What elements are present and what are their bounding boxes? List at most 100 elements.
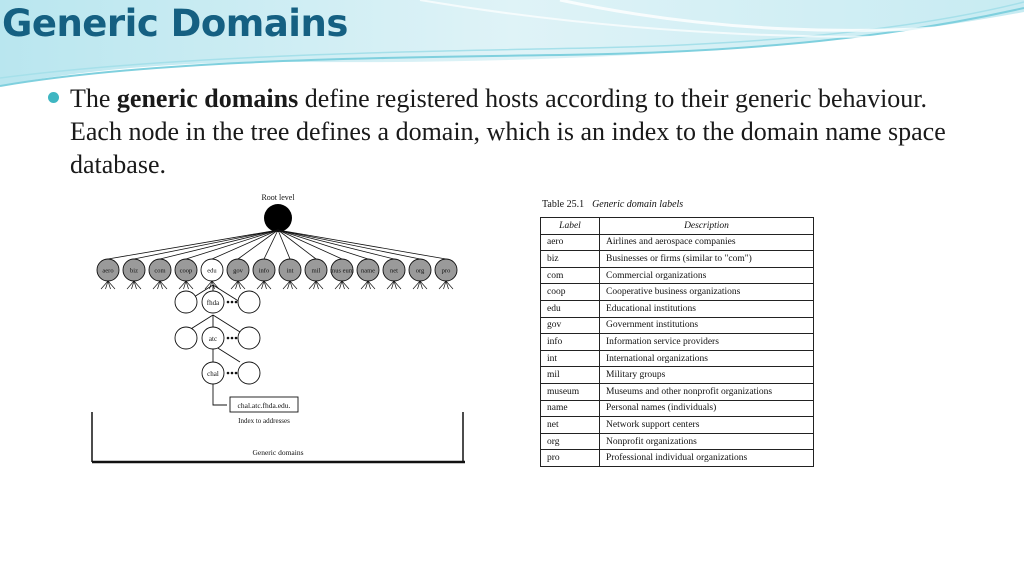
- tree-node-fhda: [201, 290, 225, 314]
- table-number: Table 25.1: [542, 199, 585, 210]
- tree-node: [237, 361, 261, 385]
- cell-description: Museums and other nonprofit organization…: [599, 382, 814, 401]
- cell-description: Personal names (individuals): [599, 399, 814, 418]
- cell-label: info: [540, 333, 600, 351]
- top-node-edu: [200, 258, 224, 282]
- top-node-name: [356, 258, 380, 282]
- cell-label: mil: [540, 366, 600, 384]
- cell-description: Network support centers: [599, 416, 814, 434]
- top-node-net: [382, 258, 406, 282]
- top-node-label: info: [259, 268, 269, 275]
- bullet-text-start: The: [70, 84, 117, 113]
- cell-description: Military groups: [599, 366, 814, 384]
- figure-caption: Generic domains: [252, 448, 303, 457]
- root-node: [264, 204, 292, 232]
- cell-description: Commercial organizations: [599, 266, 814, 285]
- top-node-label: coop: [180, 268, 193, 275]
- tree-node-atc: [201, 326, 225, 350]
- table-header-description: Description: [599, 217, 814, 235]
- tree-node: [237, 290, 261, 314]
- cell-label: aero: [540, 233, 600, 252]
- cell-label: name: [540, 399, 600, 418]
- bullet-point: The generic domains define registered ho…: [46, 82, 946, 181]
- cell-description: Businesses or firms (similar to "com"): [599, 250, 814, 268]
- address-label: chal.atc.fhda.edu.: [238, 401, 291, 410]
- cell-description: Government institutions: [599, 316, 814, 335]
- cell-label: pro: [540, 449, 600, 467]
- top-node-gov: [226, 258, 250, 282]
- address-box: [229, 396, 299, 413]
- index-label: Index to addresses: [238, 417, 290, 425]
- cell-label: coop: [540, 283, 600, 301]
- root-level-label: Root level: [261, 193, 295, 202]
- top-node-label: gov: [233, 268, 244, 275]
- cell-description: Educational institutions: [599, 299, 814, 318]
- top-node-label: pro: [442, 268, 451, 275]
- top-node-pro: [434, 258, 458, 282]
- node-label-chal: chal: [207, 370, 219, 378]
- top-node-label: edu: [207, 268, 217, 275]
- top-node-aero: [96, 258, 120, 282]
- page-title: Generic Domains: [2, 2, 348, 45]
- cell-description: Professional individual organizations: [599, 449, 814, 467]
- top-node-biz: [122, 258, 146, 282]
- top-node-mil: [304, 258, 328, 282]
- bullet-text-rest: define registered hosts according to the…: [70, 84, 946, 179]
- top-node-info: [252, 258, 276, 282]
- top-node-label: biz: [130, 268, 138, 275]
- cell-label: org: [540, 432, 600, 451]
- top-node-org: [408, 258, 432, 282]
- top-node-label: net: [390, 268, 398, 275]
- top-node-coop: [174, 258, 198, 282]
- cell-label: net: [540, 416, 600, 434]
- node-label-fhda: fhda: [207, 299, 220, 307]
- cell-description: Airlines and aerospace companies: [599, 233, 814, 252]
- top-node-int: [278, 258, 302, 282]
- bullet-text-bold: generic domains: [116, 84, 299, 113]
- tree-node: [174, 326, 198, 350]
- top-node-label: mil: [312, 268, 321, 275]
- bullet-icon: [48, 92, 59, 103]
- cell-description: International organizations: [599, 349, 814, 368]
- top-node-label: org: [416, 268, 425, 275]
- cell-label: gov: [540, 316, 600, 335]
- cell-label: com: [540, 266, 600, 285]
- top-node-label: mus eum: [330, 268, 354, 275]
- top-node-label: com: [154, 268, 165, 275]
- tree-node: [174, 290, 198, 314]
- header-banner: [0, 0, 1024, 87]
- table-header-label: Label: [540, 217, 600, 235]
- node-label-atc: atc: [209, 335, 217, 343]
- tree-links: [100, 229, 454, 290]
- cell-label: museum: [540, 382, 600, 401]
- cell-description: Nonprofit organizations: [599, 432, 814, 451]
- top-node-com: [148, 258, 172, 282]
- cell-label: biz: [540, 250, 600, 268]
- cell-description: Information service providers: [599, 333, 814, 351]
- top-node-museum: [330, 258, 354, 282]
- tree-node-chal: [201, 361, 225, 385]
- top-node-label: aero: [102, 268, 113, 275]
- table-header-row: Label Description: [540, 217, 814, 235]
- cell-label: edu: [540, 299, 600, 318]
- cell-label: int: [540, 349, 600, 368]
- bullet-text: The generic domains define registered ho…: [70, 82, 946, 181]
